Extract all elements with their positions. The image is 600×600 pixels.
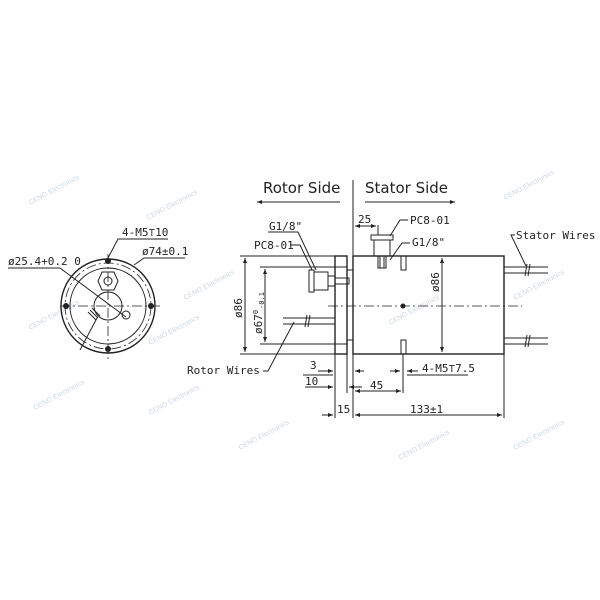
pcd-label: ø74±0.1 (142, 245, 188, 258)
bore-label: ø25.4+0.2 0 (8, 255, 81, 268)
mounting-hole (148, 303, 154, 309)
stator-wires-label: Stator Wires (516, 229, 595, 242)
rotor-side-label: Rotor Side (263, 179, 340, 197)
rotor-fitting-label: PC8-01 (254, 239, 294, 252)
watermark: CENO Electronics (398, 429, 452, 462)
watermark: CENO Electronics (28, 299, 82, 332)
watermark: CENO Electronics (513, 419, 567, 452)
dim-15-label: 15 (337, 403, 350, 416)
dim-length-label: 133±1 (410, 403, 443, 416)
stator-holes-label: 4-M5⊤7.5 (422, 362, 475, 375)
fitting-hex (97, 271, 119, 291)
mounting-hole (63, 303, 69, 309)
stator-thread-label: G1/8" (412, 236, 445, 249)
dia-spigot-label: ø670-0.1 (252, 292, 266, 334)
watermark: CENO Electronics (28, 174, 82, 207)
dim-3-label: 3 (310, 359, 317, 372)
watermark: CENO Electronics (148, 384, 202, 417)
stator-fitting-label: PC8-01 (410, 214, 450, 227)
dia-outer-right-label: ø86 (429, 272, 442, 292)
watermark: CENO Electronics (148, 314, 202, 347)
spigot (346, 269, 354, 341)
rotor-thread-label: G1/8" (269, 220, 302, 233)
watermark: CENO Electronics (238, 419, 292, 452)
mounting-hole (105, 346, 111, 352)
end-view: 4-M5⊤10 ø74±0.1 ø25.4+0.2 0 (8, 226, 188, 362)
watermark: CENO Electronics (183, 269, 237, 302)
stator-side-label: Stator Side (365, 179, 448, 197)
watermarks: CENO Electronics CENO Electronics CENO E… (28, 169, 567, 462)
watermark: CENO Electronics (33, 379, 87, 412)
mounting-hole (105, 258, 111, 264)
dim-25-label: 25 (358, 213, 371, 226)
watermark: CENO Electronics (513, 269, 567, 302)
holes-label: 4-M5⊤10 (122, 226, 168, 239)
watermark: CENO Electronics (503, 169, 557, 202)
dia-outer-left-label: ø86 (232, 298, 245, 318)
rotor-flange (334, 255, 348, 355)
watermark: CENO Electronics (388, 294, 442, 327)
dim-10-label: 10 (305, 375, 318, 388)
dim-45-label: 45 (370, 379, 383, 392)
rotor-wires-label: Rotor Wires (187, 364, 260, 377)
wire-bundle (87, 307, 101, 321)
watermark: CENO Electronics (146, 189, 200, 222)
side-view: G1/8" PC8-01 PC8-01 G1/8" Stator Wires R… (187, 213, 595, 418)
